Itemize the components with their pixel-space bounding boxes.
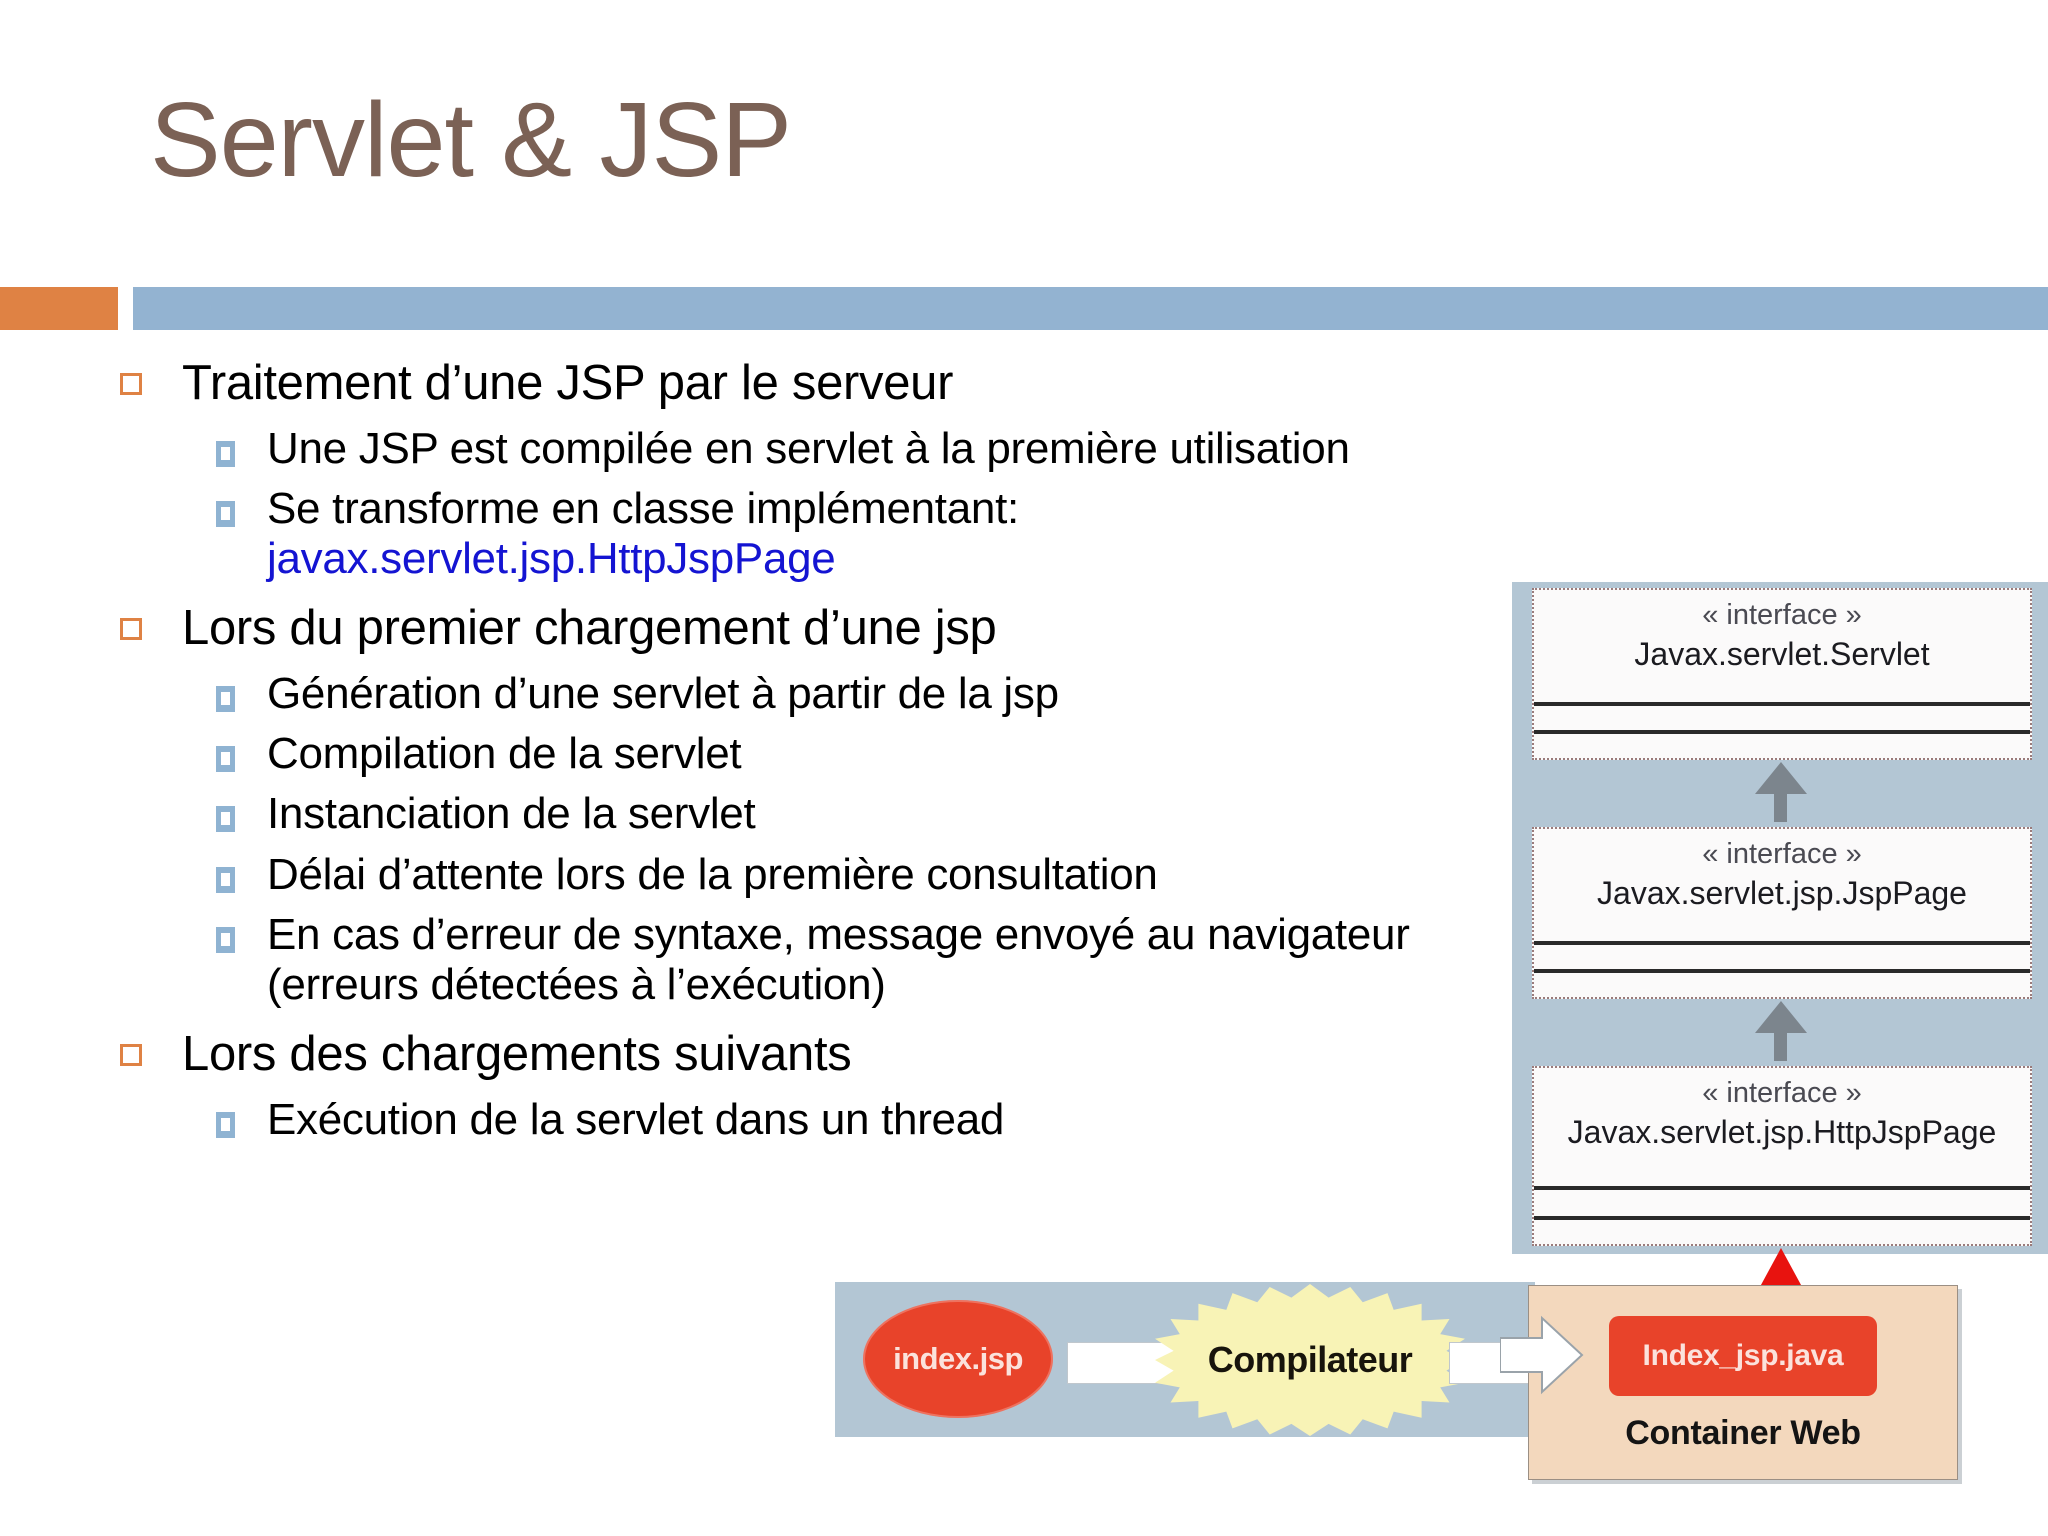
class-name-link: javax.servlet.jsp.HttpJspPage [267,534,836,584]
list-item-label: Se transforme en classe implémentant:jav… [267,484,1019,584]
square-filled-bullet-icon [216,1111,235,1138]
uml-class-box-jsppage: « interface » Javax.servlet.jsp.JspPage [1532,827,2032,999]
uml-box-header: « interface » Javax.servlet.Servlet [1534,590,2030,679]
flow-node-output-label: Index_jsp.java [1642,1339,1844,1372]
uml-stereotype-label: « interface » [1702,838,1862,870]
arrow-shaft [1774,794,1787,822]
list-item-label: Une JSP est compilée en servlet à la pre… [267,423,1350,473]
list-item-label: Délai d’attente lors de la première cons… [267,849,1158,899]
uml-class-box-httpjsppage: « interface » Javax.servlet.jsp.HttpJspP… [1532,1066,2032,1246]
list-item-level2: Délai d’attente lors de la première cons… [216,850,1440,900]
list-item-level2: Une JSP est compilée en servlet à la pre… [216,424,1440,474]
page-title: Servlet & JSP [150,81,792,199]
list-item-label: Lors du premier chargement d’une jsp [182,601,997,656]
list-item-label: Lors des chargements suivants [182,1027,852,1082]
list-item-label: Exécution de la servlet dans un thread [267,1094,1005,1144]
accent-bar-blue [133,287,2048,330]
uml-class-name: Javax.servlet.jsp.JspPage [1597,874,1967,911]
uml-divider [1534,1186,2030,1190]
list-item-level1: Lors des chargements suivants [120,1026,1440,1083]
list-item-level2: Instanciation de la servlet [216,789,1440,839]
generalization-arrow-icon [1755,1001,1807,1061]
list-item-label: Instanciation de la servlet [267,789,756,839]
uml-hierarchy-diagram: « interface » Javax.servlet.Servlet « in… [1512,582,2048,1347]
list-item-label: En cas d’erreur de syntaxe, message envo… [267,909,1410,1009]
uml-class-name: Javax.servlet.Servlet [1634,635,1930,672]
square-filled-bullet-icon [216,806,235,833]
accent-bar-orange [0,287,118,330]
uml-class-name: Javax.servlet.jsp.HttpJspPage [1567,1113,1997,1150]
uml-divider [1534,1216,2030,1220]
list-item-label: Génération d’une servlet à partir de la … [267,669,1059,719]
container-web-panel: Index_jsp.java Container Web [1528,1285,1958,1480]
uml-box-header: « interface » Javax.servlet.jsp.JspPage [1534,829,2030,918]
flow-node-compiler-label: Compilateur [1207,1339,1413,1380]
list-item-level2: Se transforme en classe implémentant:jav… [216,484,1440,584]
square-outline-bullet-icon [120,1044,142,1067]
uml-box-header: « interface » Javax.servlet.jsp.HttpJspP… [1534,1068,2030,1157]
square-filled-bullet-icon [216,686,235,713]
square-filled-bullet-icon [216,926,235,953]
uml-divider [1534,941,2030,945]
list-item-level2: Génération d’une servlet à partir de la … [216,669,1440,719]
arrow-shaft [1774,1033,1787,1061]
square-filled-bullet-icon [216,440,235,467]
uml-divider [1534,969,2030,973]
square-filled-bullet-icon [216,866,235,893]
list-item-level1: Traitement d’une JSP par le serveur [120,355,1440,412]
list-item-level1: Lors du premier chargement d’une jsp [120,600,1440,657]
uml-stereotype-label: « interface » [1702,1077,1862,1109]
flow-node-source-label: index.jsp [893,1341,1023,1376]
list-item-text: Se transforme en classe implémentant: [267,483,1019,533]
square-outline-bullet-icon [120,618,142,641]
square-filled-bullet-icon [216,500,235,527]
flow-node-output: Index_jsp.java [1609,1316,1877,1396]
uml-stereotype-label: « interface » [1702,599,1862,631]
generalization-arrow-icon [1755,762,1807,822]
flow-node-source: index.jsp [863,1300,1053,1418]
uml-class-box-servlet: « interface » Javax.servlet.Servlet [1532,588,2032,760]
flow-node-compiler: Compilateur [1155,1284,1465,1436]
square-outline-bullet-icon [120,373,142,395]
list-item-level2: En cas d’erreur de syntaxe, message envo… [216,910,1440,1010]
uml-divider [1534,702,2030,706]
list-item-label: Compilation de la servlet [267,729,742,779]
bullet-content: Traitement d’une JSP par le serveur Une … [120,355,1440,1245]
arrow-head [1755,762,1807,794]
block-arrow-icon [1500,1315,1584,1395]
list-item-level2: Exécution de la servlet dans un thread [216,1095,1440,1145]
square-filled-bullet-icon [216,746,235,773]
arrow-head [1755,1001,1807,1033]
list-item-level2: Compilation de la servlet [216,729,1440,779]
container-web-label: Container Web [1625,1414,1861,1452]
list-item-label: Traitement d’une JSP par le serveur [182,356,954,410]
uml-divider [1534,730,2030,734]
compile-flow-diagram: index.jsp Compilateur [835,1282,1545,1437]
